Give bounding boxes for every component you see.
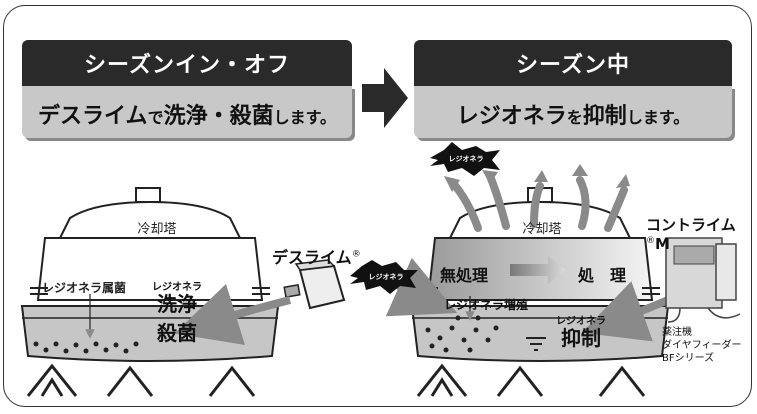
suppress-main: 抑制 [561, 326, 601, 350]
left-effect-label: レジオネラ 洗浄 殺菌 [152, 278, 202, 345]
left-title-text: シーズンイン・オフ [84, 53, 290, 78]
device-caption-line2: ダイヤフィーダー [662, 340, 742, 351]
legionella-burst-left-icon [350, 260, 418, 294]
legionella-burst-top-icon [430, 142, 500, 176]
left-effect-sterilize: 殺菌 [157, 321, 197, 345]
device-caption: 薬注機 ダイヤフィーダー BFシリーズ [662, 326, 742, 365]
right-subtitle-particle: を [566, 108, 583, 127]
left-subtitle-particle: で [147, 108, 164, 127]
device-caption-line1: 薬注機 [662, 327, 692, 338]
left-effect-small: レジオネラ [152, 282, 202, 293]
deslime-canister-icon [283, 259, 346, 310]
right-subtitle-ending: します。 [626, 108, 690, 127]
left-subtitle-product: デスライム [38, 104, 148, 129]
right-suppress-label: レジオネラ 抑制 [556, 312, 606, 349]
treated-label: 処 理 [578, 266, 627, 285]
left-tower-label: 冷却塔 [137, 222, 177, 237]
transition-arrow-icon [362, 68, 408, 128]
right-panel-title: シーズン中 [414, 40, 732, 86]
right-subtitle-target: レジオネラ [456, 104, 567, 129]
device-caption-line3: BFシリーズ [662, 353, 715, 364]
contrime-reg-mark: ® [646, 236, 655, 246]
deslime-product-name: デスライム® [272, 244, 361, 268]
burst-top-label: レジオネラ [448, 155, 484, 163]
contrime-name-text: コントライム [646, 216, 736, 234]
left-cooling-tower [20, 187, 346, 397]
deslime-name-text: デスライム [272, 248, 352, 267]
left-subtitle-ending: します。 [273, 108, 336, 127]
right-tower-label: 冷却塔 [522, 222, 562, 237]
deslime-reg-mark: ® [351, 249, 361, 260]
left-panel-title: シーズンイン・オフ [22, 40, 352, 86]
left-effect-wash: 洗浄 [157, 292, 197, 316]
left-panel-subtitle: デスライム で 洗浄・殺菌 します。 [22, 86, 352, 138]
growth-label: レジオネラ増殖 [444, 298, 529, 312]
suppress-small: レジオネラ [556, 316, 606, 327]
left-bacteria-label: レジオネラ属菌 [42, 281, 127, 295]
right-subtitle-action: 抑制 [582, 104, 627, 129]
contrime-product-name: コントライム ®M [646, 214, 757, 253]
burst-left-label: レジオネラ [368, 273, 404, 281]
right-title-text: シーズン中 [516, 53, 630, 78]
dosing-device-icon [665, 237, 741, 323]
right-cooling-tower [350, 142, 741, 397]
contrime-suffix: M [655, 235, 670, 253]
left-subtitle-action: 洗浄・殺菌 [163, 104, 274, 129]
untreated-label: 無処理 [440, 266, 489, 285]
right-panel-subtitle: レジオネラ を 抑制 します。 [414, 86, 732, 138]
